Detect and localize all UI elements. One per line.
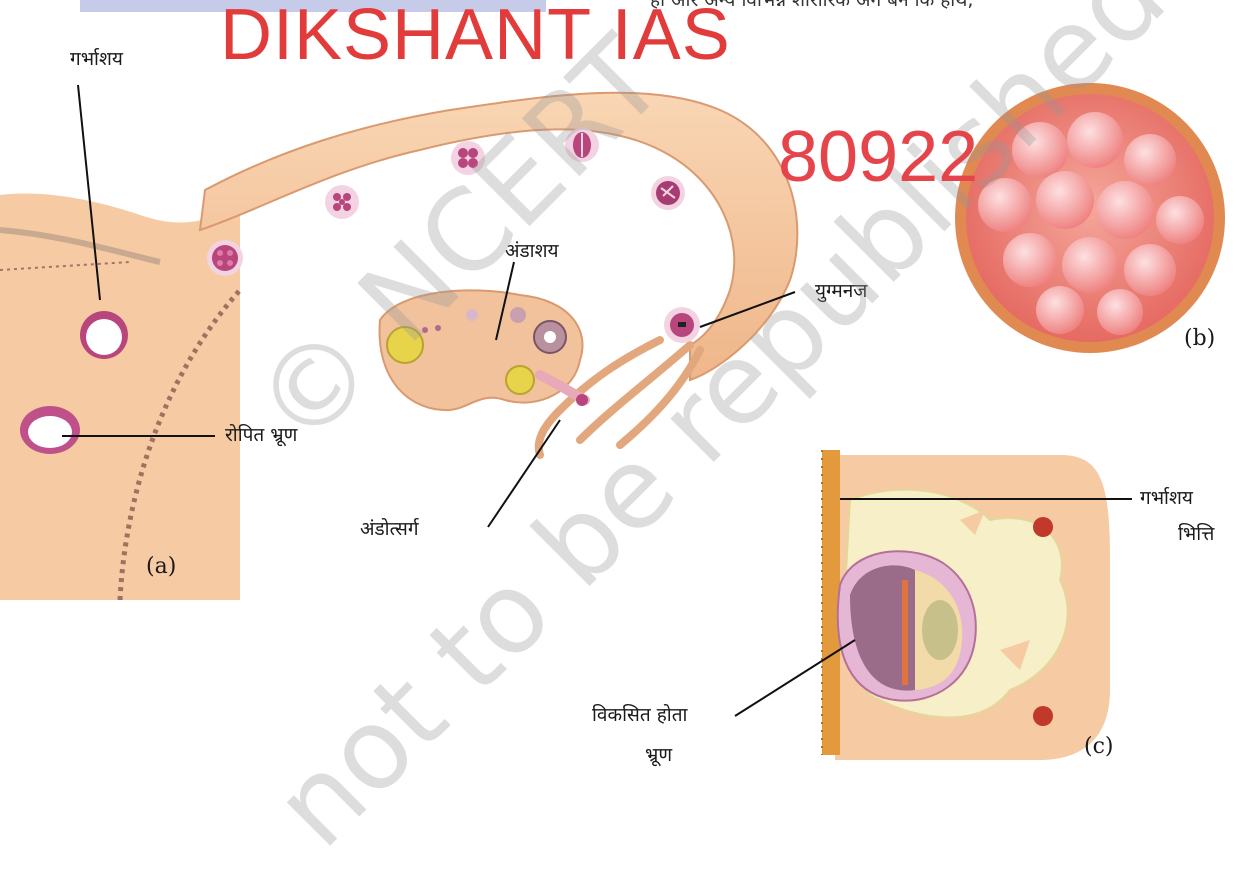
cell-implanted (20, 406, 80, 454)
watermark-number: 80922 (778, 116, 978, 198)
implantation-section (822, 450, 1110, 760)
panel-label-c: (c) (1084, 734, 1114, 759)
reproduction-diagram: हो और अन्य विभिन्न शारीरिक अंग बने कि हा… (0, 0, 1241, 789)
watermark-title: DIKSHANT IAS (220, 0, 731, 76)
label-uterine-wall-2: भित्ति (1178, 523, 1214, 546)
cell-16-stage (325, 185, 359, 219)
label-developing-embryo-1: विकसित होता (592, 704, 687, 727)
panel-label-b: (b) (1184, 326, 1215, 351)
cell-2-stage (651, 176, 685, 210)
label-developing-embryo-2: भ्रूण (645, 744, 672, 767)
label-ovulation: अंडोत्सर्ग (360, 518, 419, 541)
uterus-body (0, 194, 240, 610)
label-uterine-wall-1: गर्भाशय (1140, 487, 1193, 510)
panel-label-a: (a) (146, 554, 176, 579)
developing-embryo-shape (838, 551, 976, 700)
cell-blastocyst-uterus (80, 311, 128, 359)
label-uterus: गर्भाशय (70, 48, 123, 71)
cell-morula (207, 240, 243, 276)
